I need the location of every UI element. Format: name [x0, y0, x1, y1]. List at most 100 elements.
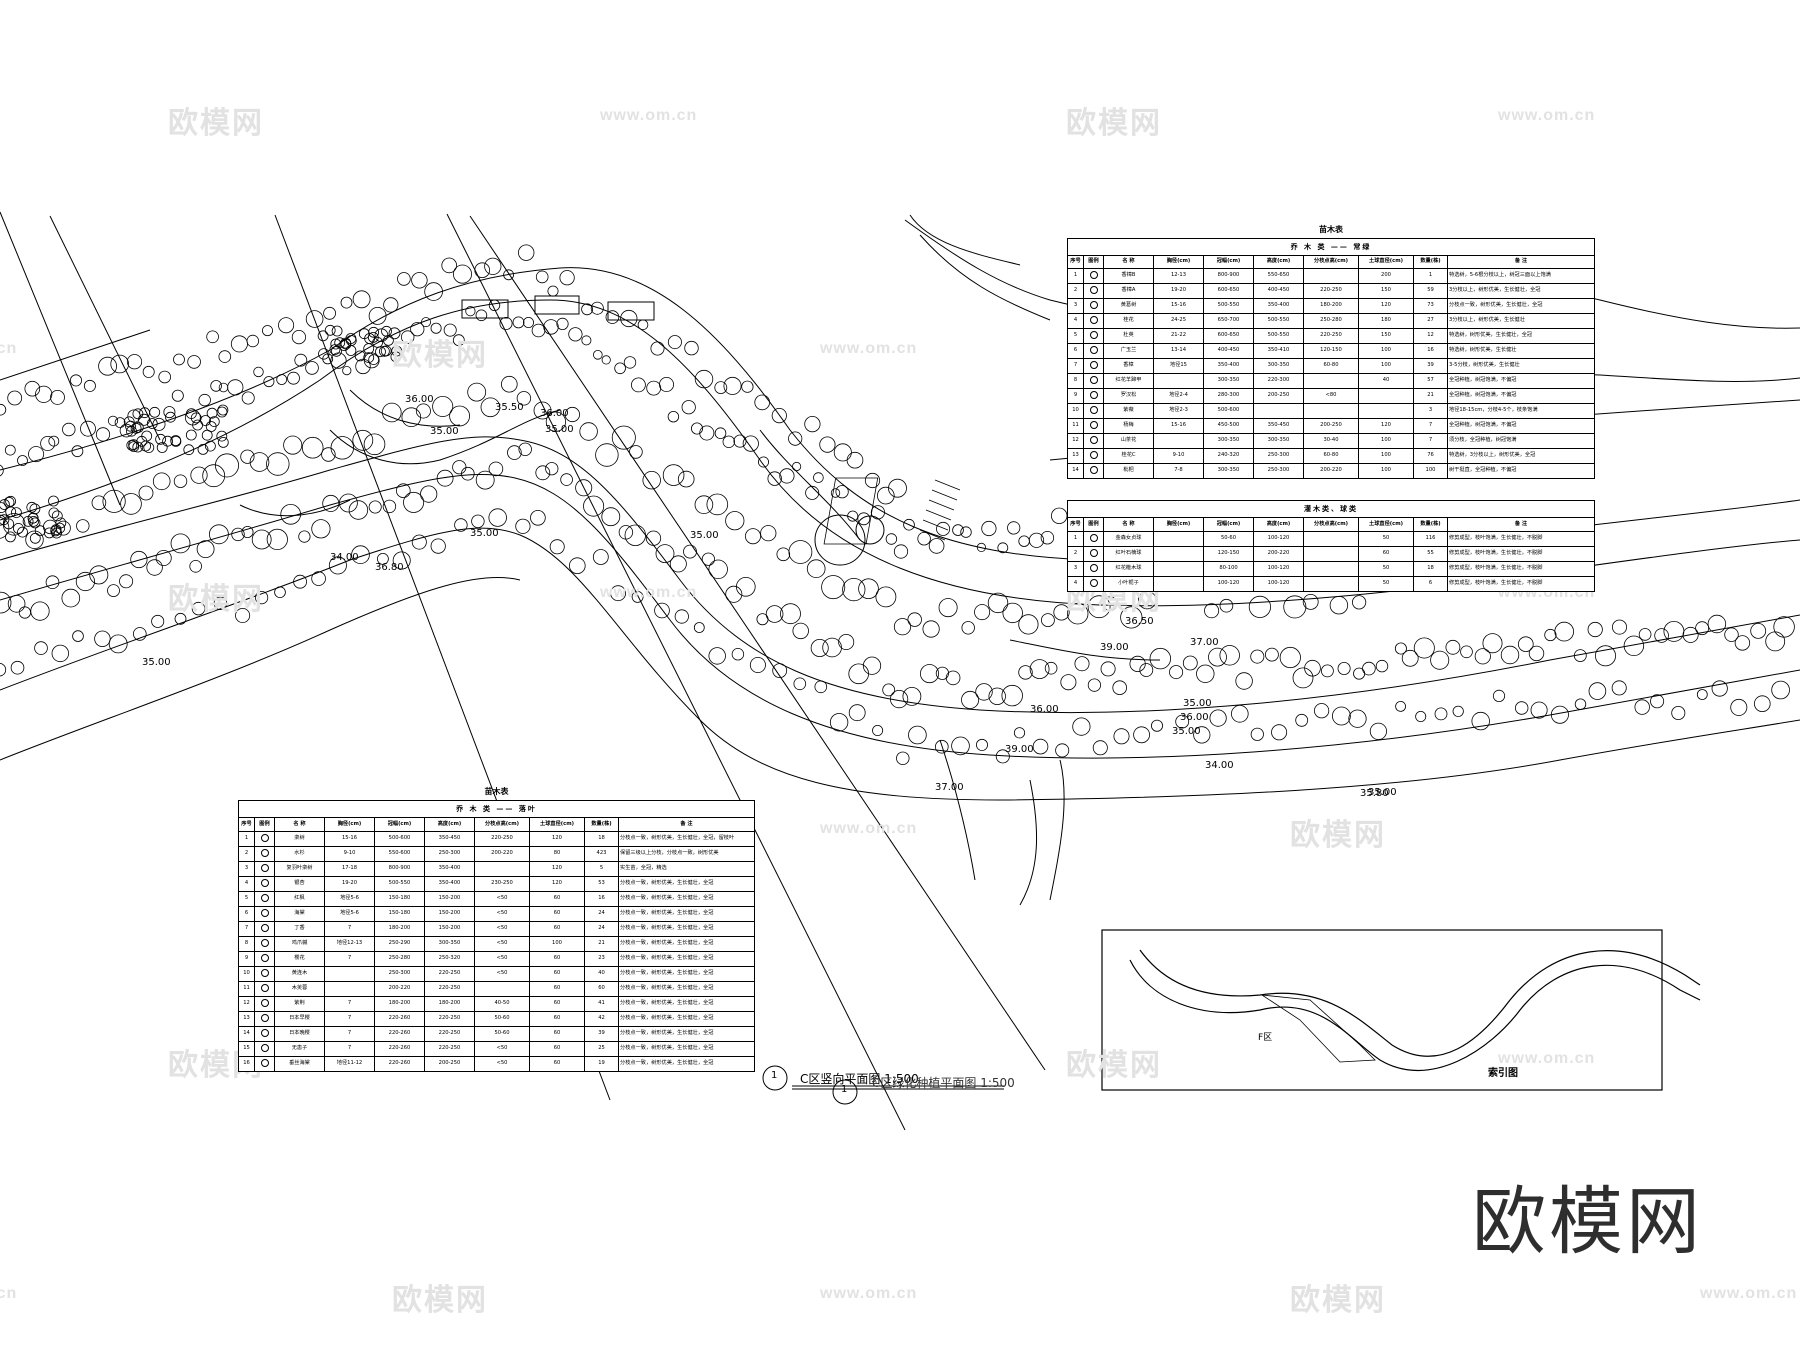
tree-symbol	[192, 419, 204, 431]
tree-symbol-icon	[1089, 285, 1098, 294]
column-header: 冠幅(cm)	[374, 817, 425, 832]
table-cell: 39	[1413, 358, 1448, 374]
tree-symbol	[0, 502, 7, 513]
tree-symbol	[922, 620, 940, 638]
tree-symbol	[945, 670, 961, 686]
table-cell	[1153, 433, 1204, 449]
column-header: 名 称	[274, 817, 325, 832]
table-cell: 9	[1067, 388, 1084, 404]
legend-symbol-cell	[1083, 531, 1104, 547]
tree-symbol	[1087, 678, 1102, 692]
tree-symbol	[1002, 602, 1023, 624]
elevation-label: 35.80	[1360, 788, 1389, 799]
table-cell: 7	[1413, 433, 1448, 449]
table-cell	[1303, 546, 1359, 562]
brand-logo: 欧模网	[1472, 1179, 1703, 1265]
tree-symbol	[218, 382, 229, 393]
tree-symbol	[0, 591, 12, 614]
table-cell: 7	[324, 1011, 375, 1027]
tree-symbol	[488, 299, 501, 312]
table-cell: 地径15	[1153, 358, 1204, 374]
table-cell: 修剪成型，枝叶饱满，生长健壮，不脱脚	[1447, 546, 1595, 562]
tree-symbol	[278, 317, 295, 334]
tree-symbol	[556, 317, 569, 330]
tree-symbol	[1329, 596, 1349, 615]
tree-symbol	[1638, 628, 1652, 641]
tree-symbol	[449, 405, 471, 427]
tree-symbol	[198, 393, 211, 407]
table-cell: 7	[1413, 418, 1448, 434]
tree-symbol	[893, 544, 909, 559]
table-cell: 300-350	[1253, 358, 1304, 374]
tree-symbol	[0, 517, 10, 539]
table-cell: 120	[1358, 298, 1414, 314]
tree-symbol	[255, 590, 269, 605]
tree-symbol	[1193, 726, 1211, 744]
tree-symbol	[125, 420, 136, 432]
tree-symbol	[590, 301, 604, 315]
tree-symbol	[454, 518, 468, 532]
tree-symbol	[1353, 667, 1366, 680]
tree-symbol	[507, 445, 522, 460]
table-cell: 60	[529, 981, 585, 997]
tree-symbol	[206, 330, 219, 344]
table-cell: 香樟B	[1103, 268, 1154, 284]
table-cell: 21	[1413, 388, 1448, 404]
tree-symbol	[17, 455, 28, 466]
table-cell: 40	[1358, 373, 1414, 389]
tree-symbol	[1120, 606, 1143, 629]
tree-symbol	[535, 465, 551, 481]
table-cell: 地径2-4	[1153, 388, 1204, 404]
table-cell: 180-200	[1303, 298, 1359, 314]
reference-line	[0, 329, 151, 381]
road-edge	[0, 527, 1800, 801]
garden-path	[239, 499, 351, 517]
table-cell: <50	[474, 921, 530, 937]
tree-symbol	[864, 472, 881, 489]
terrain-contour	[909, 214, 1021, 266]
tree-symbol	[857, 512, 871, 526]
tree-symbol	[50, 524, 62, 535]
tree-symbol	[1182, 655, 1198, 671]
tree-symbol	[1530, 701, 1548, 719]
tree-symbol	[754, 394, 770, 411]
tree-symbol	[29, 503, 41, 515]
tree-symbol	[140, 440, 152, 452]
tree-symbol	[545, 462, 559, 476]
table-cell: 小叶栀子	[1103, 576, 1154, 592]
tree-symbol	[420, 317, 431, 328]
tree-symbol	[44, 527, 55, 539]
tree-symbol	[383, 297, 399, 313]
tree-symbol	[749, 657, 766, 674]
table-cell: 40-50	[474, 996, 530, 1012]
table-cell: 24	[584, 921, 619, 937]
table-cell: 19	[584, 1056, 619, 1072]
garden-path	[349, 389, 461, 427]
tree-symbol	[363, 352, 375, 364]
table-cell: 60	[529, 1041, 585, 1057]
tree-symbol	[475, 470, 495, 490]
table-cell: 7-8	[1153, 463, 1204, 479]
tree-symbol	[1072, 717, 1091, 736]
table-cell: 120	[1358, 418, 1414, 434]
table-cell: 树干挺直，全冠种植，不偏冠	[1447, 463, 1595, 479]
tree-symbol	[216, 430, 228, 442]
table-cell: 7	[324, 996, 375, 1012]
table-cell: 200-250	[1253, 388, 1304, 404]
table-cell: 350-450	[424, 831, 475, 847]
table-cell: 复羽叶栾树	[274, 861, 325, 877]
tree-symbol	[420, 485, 438, 503]
tree-symbol	[328, 556, 347, 575]
tree-symbol	[896, 751, 910, 766]
tree-symbol	[518, 442, 532, 457]
tree-symbol	[208, 524, 229, 545]
tree-symbol	[1671, 706, 1686, 721]
tree-symbol	[467, 382, 487, 402]
legend-symbol-cell	[254, 1041, 275, 1057]
table-cell: 16	[238, 1056, 255, 1072]
table-cell: 10	[238, 966, 255, 982]
tree-symbol	[488, 508, 507, 527]
